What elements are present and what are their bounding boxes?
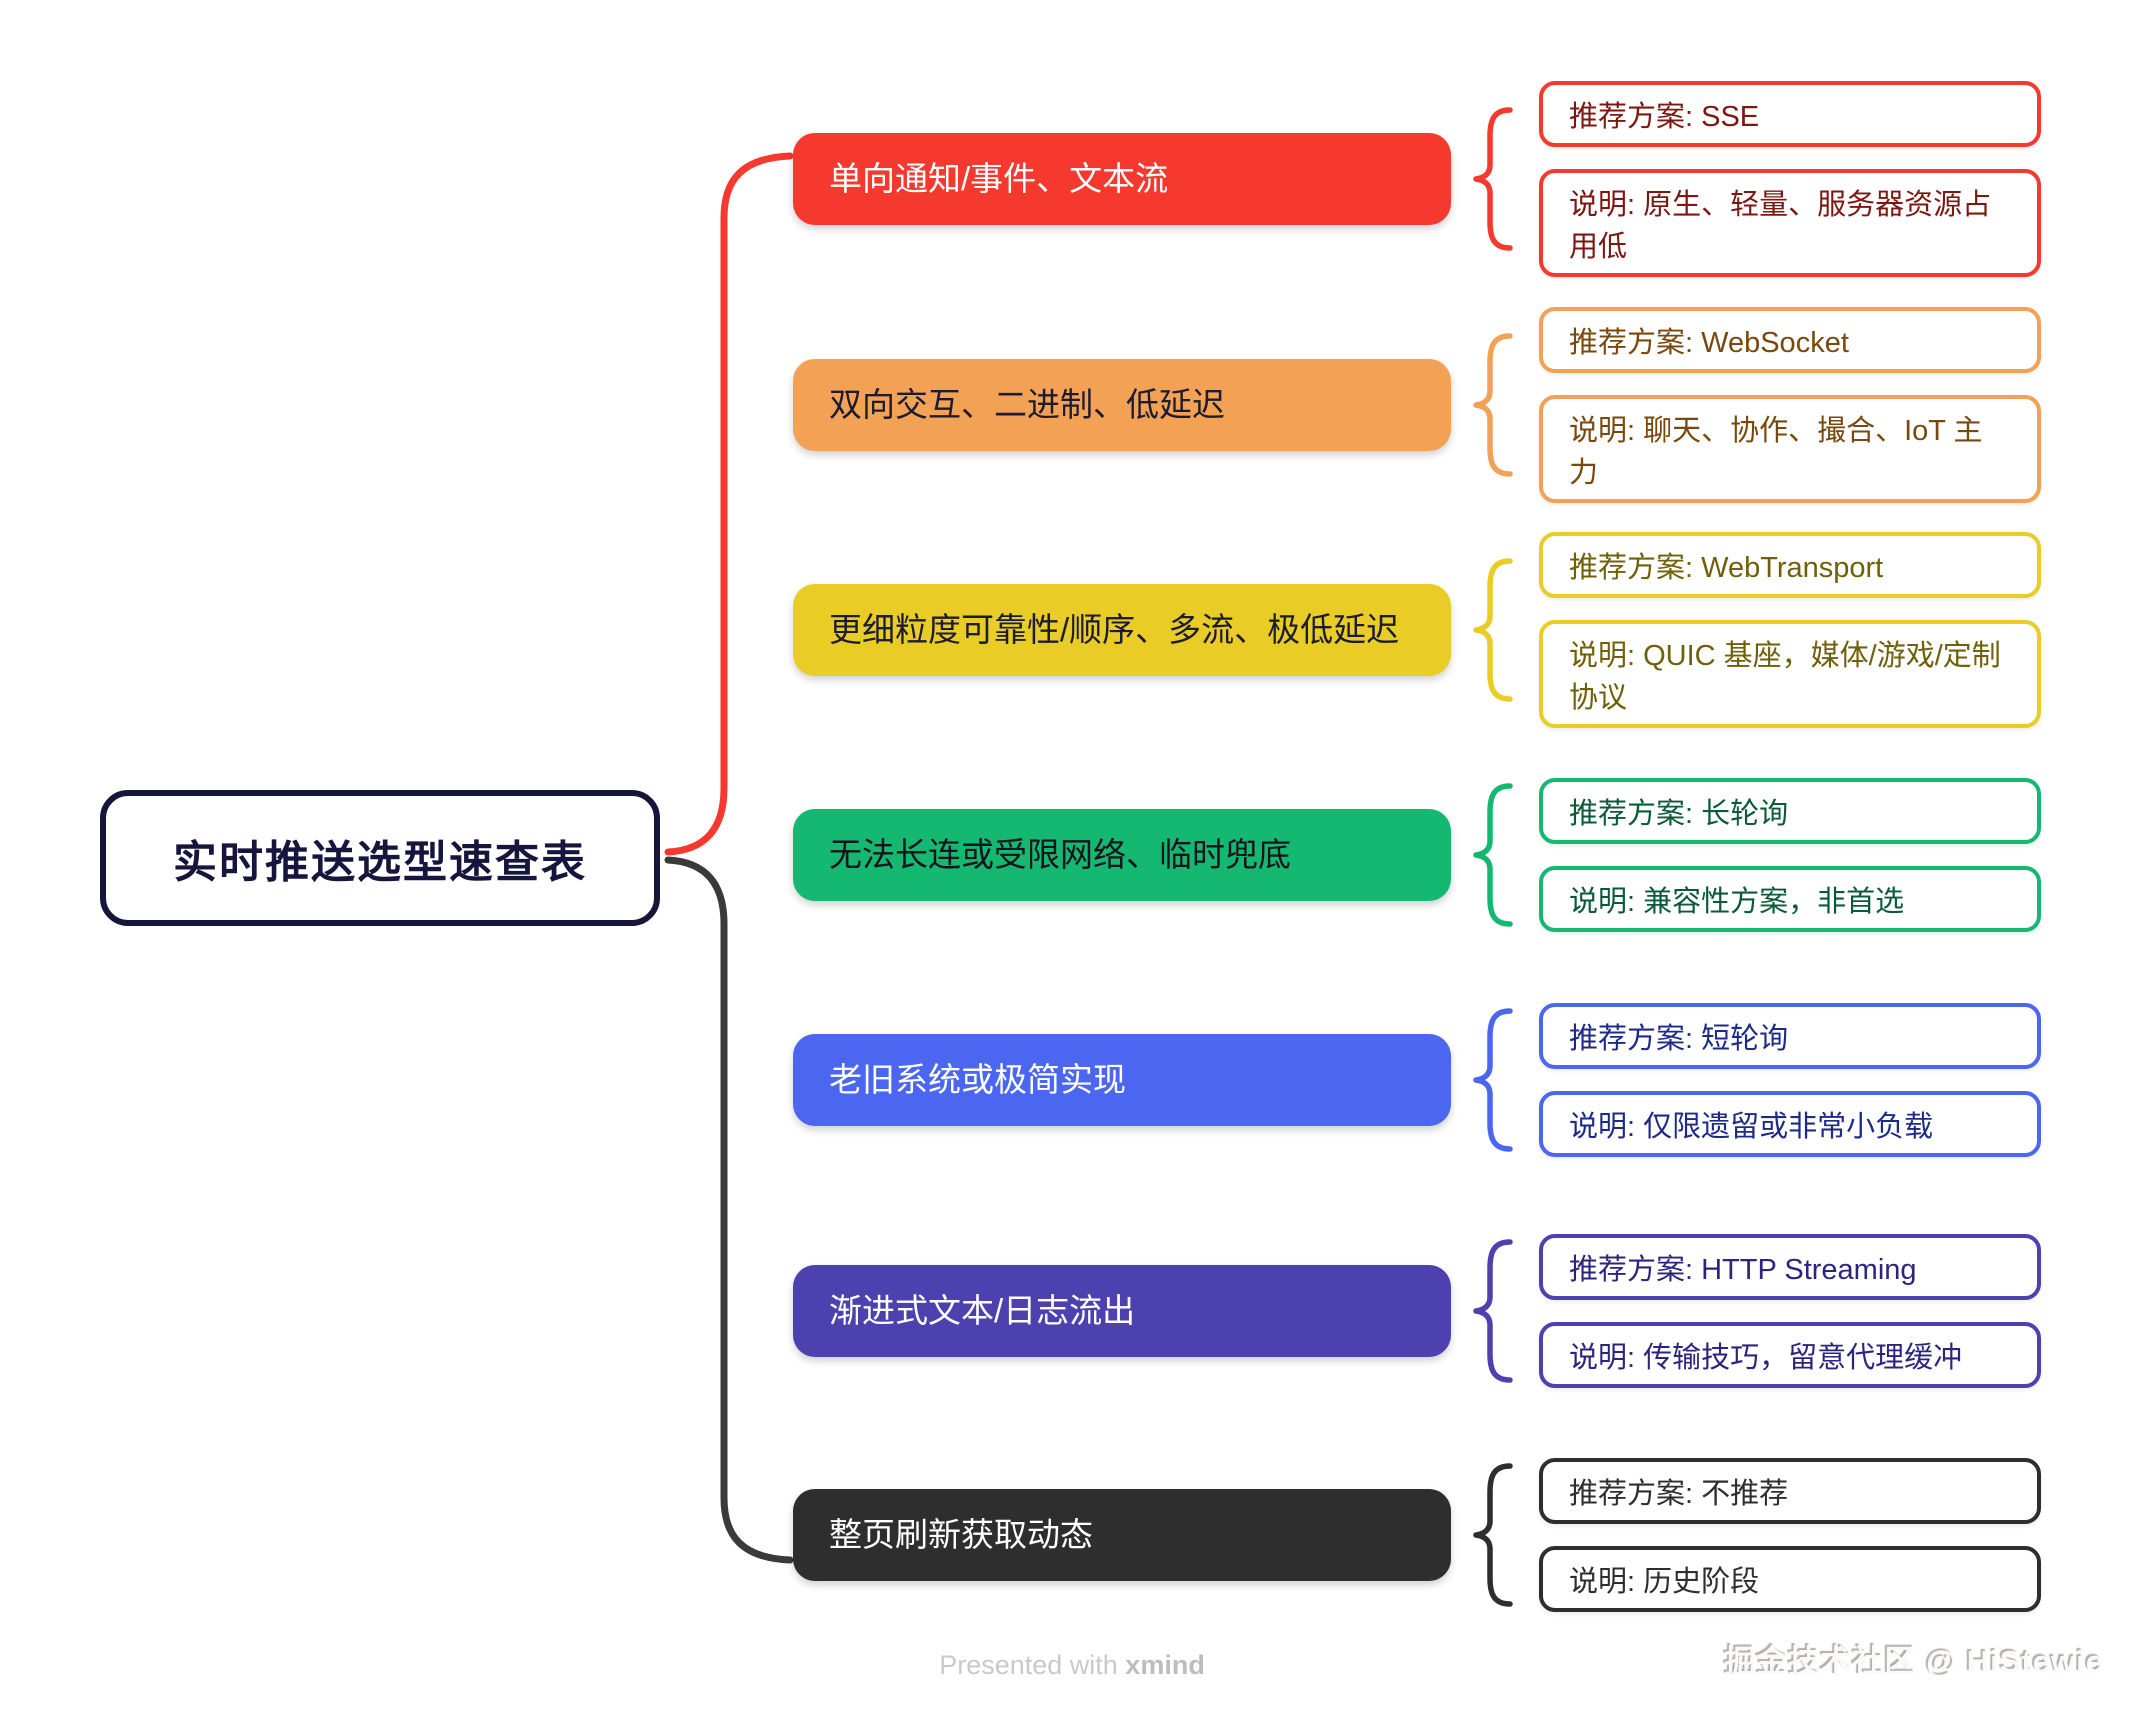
brace-icon [1451,103,1539,255]
brace-icon [1451,1459,1539,1611]
branch-topic[interactable]: 渐进式文本/日志流出 [793,1265,1451,1357]
leaf-description[interactable]: 说明: 聊天、协作、撮合、IoT 主力 [1539,395,2041,503]
branch-row-sse: 单向通知/事件、文本流 推荐方案: SSE 说明: 原生、轻量、服务器资源占用低 [793,81,2041,277]
branch-row-full-refresh: 整页刷新获取动态 推荐方案: 不推荐 说明: 历史阶段 [793,1458,2041,1612]
leaf-group: 推荐方案: 短轮询 说明: 仅限遗留或非常小负载 [1539,1003,2041,1157]
leaf-recommendation[interactable]: 推荐方案: 不推荐 [1539,1458,2041,1524]
leaf-group: 推荐方案: SSE 说明: 原生、轻量、服务器资源占用低 [1539,81,2041,277]
root-node[interactable]: 实时推送选型速查表 [100,790,660,926]
leaf-group: 推荐方案: WebTransport 说明: QUIC 基座，媒体/游戏/定制协… [1539,532,2041,728]
leaf-group: 推荐方案: 不推荐 说明: 历史阶段 [1539,1458,2041,1612]
branch-topic[interactable]: 无法长连或受限网络、临时兜底 [793,809,1451,901]
leaf-description[interactable]: 说明: QUIC 基座，媒体/游戏/定制协议 [1539,620,2041,728]
leaf-recommendation[interactable]: 推荐方案: 长轮询 [1539,778,2041,844]
leaf-description[interactable]: 说明: 原生、轻量、服务器资源占用低 [1539,169,2041,277]
brace-icon [1451,554,1539,706]
leaf-recommendation[interactable]: 推荐方案: 短轮询 [1539,1003,2041,1069]
leaf-group: 推荐方案: WebSocket 说明: 聊天、协作、撮合、IoT 主力 [1539,307,2041,503]
branch-row-webtransport: 更细粒度可靠性/顺序、多流、极低延迟 推荐方案: WebTransport 说明… [793,532,2041,728]
branch-row-http-streaming: 渐进式文本/日志流出 推荐方案: HTTP Streaming 说明: 传输技巧… [793,1234,2041,1388]
leaf-description[interactable]: 说明: 传输技巧，留意代理缓冲 [1539,1322,2041,1388]
branch-row-long-polling: 无法长连或受限网络、临时兜底 推荐方案: 长轮询 说明: 兼容性方案，非首选 [793,778,2041,932]
watermark: 掘金技术社区 @ HiStewie [1724,1644,2104,1679]
branch-topic[interactable]: 双向交互、二进制、低延迟 [793,359,1451,451]
brace-icon [1451,1004,1539,1156]
leaf-recommendation[interactable]: 推荐方案: WebTransport [1539,532,2041,598]
leaf-group: 推荐方案: HTTP Streaming 说明: 传输技巧，留意代理缓冲 [1539,1234,2041,1388]
leaf-recommendation[interactable]: 推荐方案: SSE [1539,81,2041,147]
branch-topic[interactable]: 整页刷新获取动态 [793,1489,1451,1581]
connector-top-branch [664,152,794,856]
branch-row-websocket: 双向交互、二进制、低延迟 推荐方案: WebSocket 说明: 聊天、协作、撮… [793,307,2041,503]
leaf-description[interactable]: 说明: 历史阶段 [1539,1546,2041,1612]
leaf-recommendation[interactable]: 推荐方案: WebSocket [1539,307,2041,373]
brace-icon [1451,779,1539,931]
brace-icon [1451,1235,1539,1387]
branch-row-short-polling: 老旧系统或极简实现 推荐方案: 短轮询 说明: 仅限遗留或非常小负载 [793,1003,2041,1157]
connector-bottom-branch [664,856,794,1564]
brace-icon [1451,329,1539,481]
leaf-recommendation[interactable]: 推荐方案: HTTP Streaming [1539,1234,2041,1300]
presented-with-label: Presented with xmind [939,1650,1205,1680]
leaf-group: 推荐方案: 长轮询 说明: 兼容性方案，非首选 [1539,778,2041,932]
branch-topic[interactable]: 更细粒度可靠性/顺序、多流、极低延迟 [793,584,1451,676]
leaf-description[interactable]: 说明: 仅限遗留或非常小负载 [1539,1091,2041,1157]
branch-topic[interactable]: 单向通知/事件、文本流 [793,133,1451,225]
xmind-brand: xmind [1125,1650,1205,1680]
leaf-description[interactable]: 说明: 兼容性方案，非首选 [1539,866,2041,932]
branch-topic[interactable]: 老旧系统或极简实现 [793,1034,1451,1126]
